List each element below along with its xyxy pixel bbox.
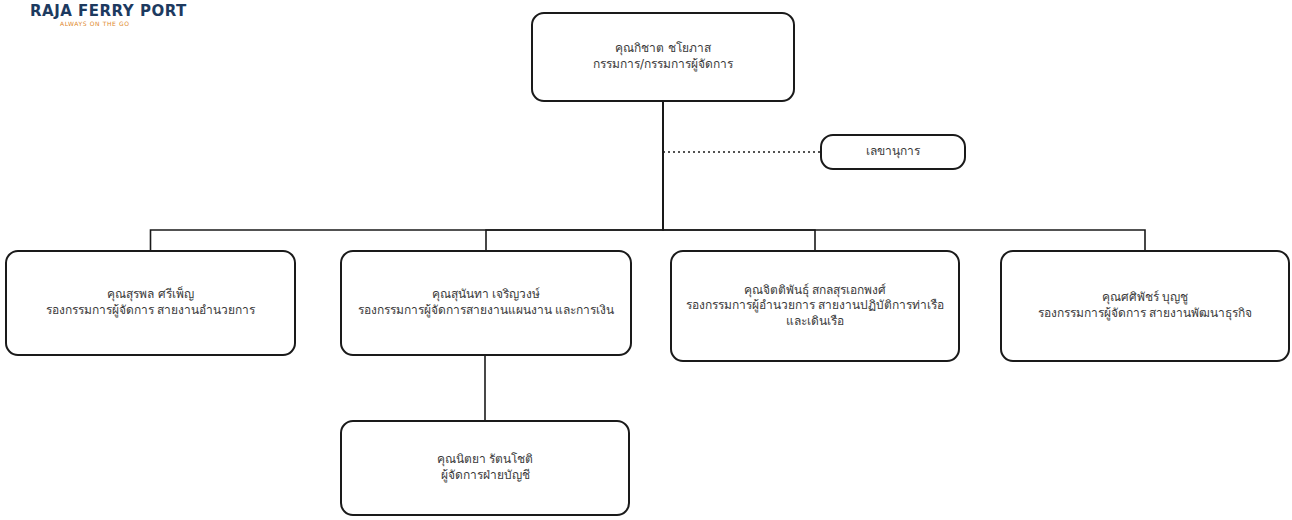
position-title: เลขานุการ <box>866 144 920 160</box>
org-connector <box>151 102 664 250</box>
logo-slogan: ALWAYS ON THE GO <box>60 20 130 27</box>
person-name: คุณสุนันทา เจริญวงษ์ <box>432 287 541 303</box>
position-title: กรรมการ/กรรมการผู้จัดการ <box>593 57 733 73</box>
org-connector <box>486 102 663 250</box>
org-connector <box>484 356 486 420</box>
managing-director-box: คุณกิชาต ชโยภาสกรรมการ/กรรมการผู้จัดการ <box>531 12 795 102</box>
person-name: คุณสุรพล ศรีเพ็ญ <box>107 287 194 303</box>
person-name: คุณนิตยา รัตนโชติ <box>437 452 534 468</box>
position-title: ผู้จัดการฝ่ายบัญชี <box>441 468 530 484</box>
org-connector <box>663 102 1145 250</box>
org-connector <box>663 102 815 250</box>
person-name: คุณกิชาต ชโยภาส <box>615 41 711 57</box>
department-box: คุณนิตยา รัตนโชติผู้จัดการฝ่ายบัญชี <box>340 420 630 516</box>
person-name: คุณจิตติพันธุ์ สกลสุรเอกพงศ์ <box>744 283 887 299</box>
position-title: รองกรรมการผู้จัดการ สายงานอำนวยการ <box>46 303 256 319</box>
logo-text: RAJA FERRY PORT <box>30 2 187 20</box>
dotted-connector <box>663 102 820 152</box>
position-title: รองกรรมการผู้อำนวยการ สายงานปฏิบัติการท่… <box>684 298 946 329</box>
person-name: คุณศศิพัชร์ บุญชู <box>1102 290 1189 306</box>
division-box: คุณสุรพล ศรีเพ็ญรองกรรมการผู้จัดการ สายง… <box>5 250 296 356</box>
position-title: รองกรรมการผู้จัดการ สายงานพัฒนาธุรกิจ <box>1038 306 1253 322</box>
division-box: คุณจิตติพันธุ์ สกลสุรเอกพงศ์รองกรรมการผู… <box>670 250 960 362</box>
secretary-box: เลขานุการ <box>820 134 966 170</box>
division-box: คุณศศิพัชร์ บุญชูรองกรรมการผู้จัดการ สาย… <box>1000 250 1290 362</box>
position-title: รองกรรมการผู้จัดการสายงานแผนงาน และการเง… <box>358 303 615 319</box>
division-box: คุณสุนันทา เจริญวงษ์รองกรรมการผู้จัดการส… <box>340 250 632 356</box>
